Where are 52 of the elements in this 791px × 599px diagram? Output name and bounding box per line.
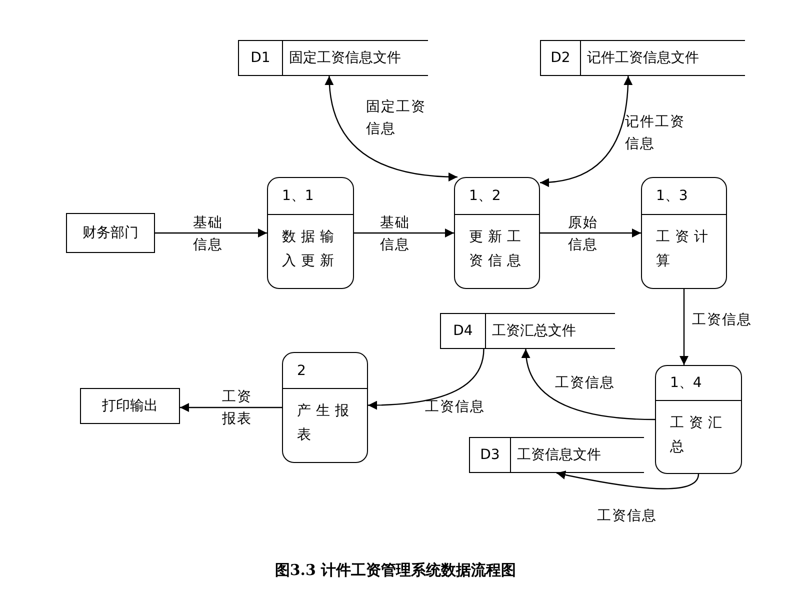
store-id: D2 [541,41,581,75]
entity-name: 财务部门 [82,224,138,242]
edge-label: 记件工资信息 [625,113,686,154]
external-entity-box [80,388,180,424]
arrow [522,348,656,420]
data-store [238,40,428,76]
process-name: 更新工资信息 [469,228,527,271]
store-name: 固定工资信息文件 [288,49,401,67]
arrow [354,228,454,238]
edge-label: 基础信息 [193,214,224,255]
edge-label: 工资信息 [692,311,752,330]
process-box [282,352,368,463]
store-name: 工资信息文件 [516,446,601,464]
arrow [540,228,641,238]
arrow [556,470,700,490]
edge-label: 工资信息 [555,374,615,393]
edge-label: 工资信息 [597,507,657,526]
external-entity-box [66,213,155,253]
edge-label: 原始信息 [568,214,599,255]
data-store [540,40,745,76]
arrow [325,76,458,182]
store-id: D3 [470,438,511,472]
data-store [469,437,644,473]
process-id: 1、1 [268,178,353,215]
process-id: 1、3 [642,178,726,215]
edge-label: 固定工资信息 [366,98,427,139]
data-store [440,313,615,349]
process-name: 工资计算 [656,228,714,271]
store-id: D1 [239,41,283,75]
process-id: 2 [283,353,367,389]
arrow [368,348,484,410]
process-name: 工资汇总 [670,414,728,457]
store-name: 记件工资信息文件 [586,49,699,67]
store-id: D4 [441,314,486,348]
process-box [641,177,727,289]
edge-label: 工资报表 [222,388,253,429]
edge-label: 工资信息 [425,398,485,417]
arrow [180,403,282,412]
arrow [155,228,267,238]
caption: 图3.3 计件工资管理系统数据流程图 [274,561,518,580]
arrow [540,76,632,187]
process-box [655,365,742,474]
process-name: 数据输入更新 [282,228,340,271]
process-name: 产生报表 [297,402,355,445]
process-box [267,177,354,289]
edge-label: 基础信息 [380,214,411,255]
process-id: 1、4 [656,366,741,401]
store-name: 工资汇总文件 [491,322,576,340]
process-box [454,177,540,289]
process-id: 1、2 [455,178,539,215]
entity-name: 打印输出 [102,397,158,415]
arrow [680,289,688,365]
